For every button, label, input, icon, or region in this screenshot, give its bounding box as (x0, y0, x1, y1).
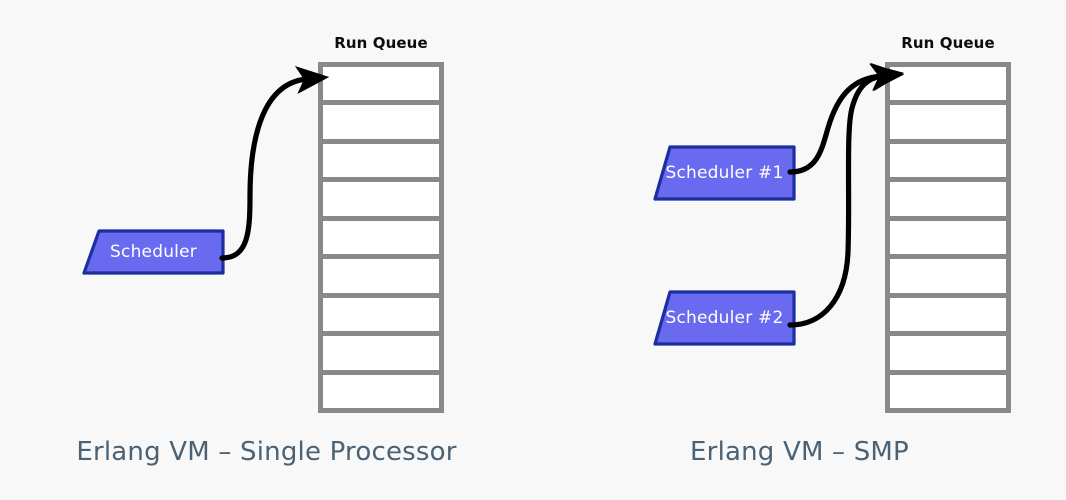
panel-single-processor: Run Queue Scheduler Erlang VM – Single P… (76, 34, 457, 467)
run-queue-title: Run Queue (901, 34, 995, 52)
trapezoid-icon (653, 145, 796, 201)
caption-smp: Erlang VM – SMP (690, 437, 909, 467)
queue-cell[interactable] (890, 374, 1006, 408)
queue-cell[interactable] (323, 259, 439, 298)
queue-cell[interactable] (890, 182, 1006, 221)
queue-cell[interactable] (323, 336, 439, 375)
run-queue-smp: Run Queue (885, 34, 1011, 413)
queue-cell[interactable] (323, 67, 439, 106)
scheduler-1-node[interactable]: Scheduler #1 (653, 145, 796, 201)
trapezoid-icon (653, 290, 796, 346)
run-queue-box (318, 62, 444, 413)
queue-cell[interactable] (890, 259, 1006, 298)
scheduler-2-node[interactable]: Scheduler #2 (653, 290, 796, 346)
queue-cell[interactable] (890, 105, 1006, 144)
queue-cell[interactable] (323, 105, 439, 144)
queue-cell[interactable] (890, 67, 1006, 106)
queue-cell[interactable] (323, 182, 439, 221)
queue-cell[interactable] (890, 297, 1006, 337)
scheduler-node[interactable]: Scheduler (82, 229, 225, 275)
run-queue-box (885, 62, 1011, 413)
queue-cell[interactable] (323, 297, 439, 337)
queue-cell[interactable] (323, 374, 439, 408)
panel-smp: Run Queue Scheduler #1 (533, 0, 1066, 500)
run-queue-single: Run Queue (318, 34, 444, 413)
run-queue-title: Run Queue (334, 34, 428, 52)
queue-cell[interactable] (890, 336, 1006, 375)
queue-cell[interactable] (890, 143, 1006, 183)
trapezoid-icon (82, 229, 225, 275)
queue-cell[interactable] (890, 220, 1006, 260)
caption-single-processor: Erlang VM – Single Processor (76, 437, 457, 467)
queue-cell[interactable] (323, 143, 439, 183)
queue-cell[interactable] (323, 220, 439, 260)
